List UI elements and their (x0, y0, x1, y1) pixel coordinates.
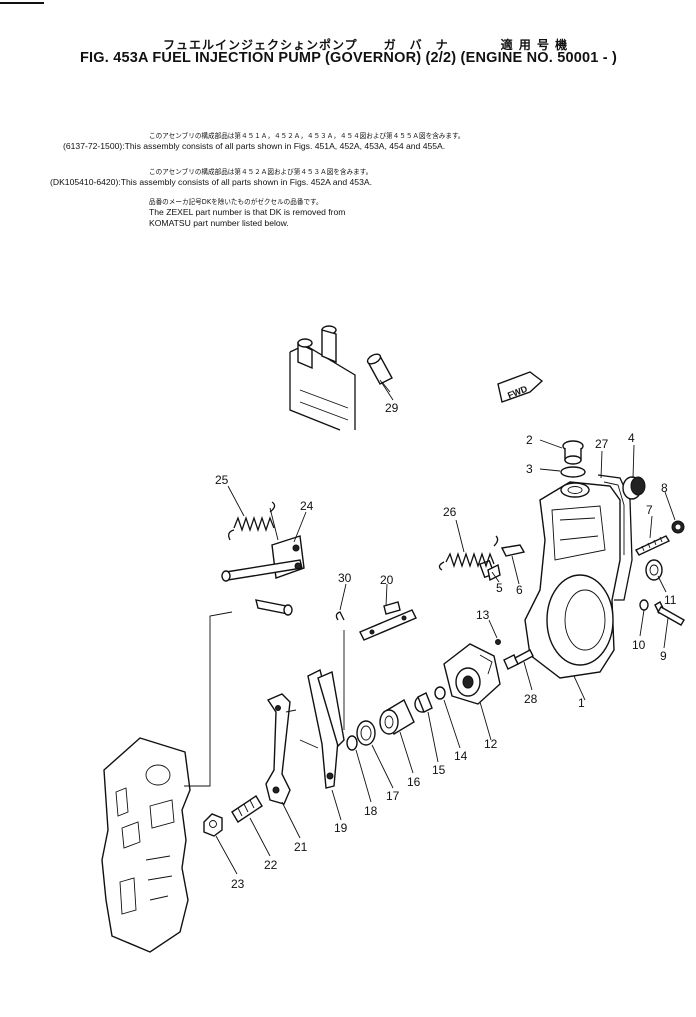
part-8-nut (671, 520, 685, 534)
callout-29: 29 (385, 401, 399, 415)
part-24-lever-and-shaft (221, 507, 305, 616)
part-6-clip (500, 544, 526, 557)
part-3-o-ring (560, 466, 586, 478)
part-30-clip (335, 611, 345, 621)
part-15-collar (414, 692, 433, 713)
note-1-part-code: (6137-72-1500): (63, 141, 125, 151)
part-22-spring (231, 795, 263, 823)
callout-6: 6 (516, 583, 523, 597)
callout-1: 1 (578, 696, 585, 710)
part-18-ring (346, 735, 358, 751)
part-26-spring (438, 535, 499, 571)
pump-top-fragment (289, 325, 356, 431)
part-17-bearing (356, 720, 376, 746)
callout-23: 23 (231, 877, 245, 891)
note-2-japanese: このアセンブリの構成部品は第４５２Ａ図および第４５３Ａ図を含みます。 (149, 168, 373, 176)
callout-13: 13 (476, 608, 490, 622)
callout-5: 5 (496, 581, 503, 595)
part-13-pin (495, 639, 501, 645)
callout-27: 27 (595, 437, 609, 451)
callout-18: 18 (364, 804, 378, 818)
corner-mark (0, 2, 44, 4)
part-23-nut (203, 813, 223, 837)
callout-14: 14 (454, 749, 468, 763)
part-7-adjusting-screw (635, 535, 670, 556)
callout-11: 11 (664, 593, 677, 607)
note-1-japanese: このアセンブリの構成部品は第４５１Ａ，４５２Ａ，４５３Ａ，４５４図および第４５５… (149, 132, 465, 140)
part-5-screw (479, 559, 501, 582)
callout-10: 10 (632, 638, 646, 652)
callout-26: 26 (443, 505, 457, 519)
zexel-note-line-2: KOMATSU part number listed below. (149, 218, 289, 228)
callout-17: 17 (386, 789, 400, 803)
part-27-gasket (597, 474, 633, 601)
zexel-note-line-1: The ZEXEL part number is that DK is remo… (149, 207, 346, 217)
callout-25: 25 (215, 473, 229, 487)
callout-16: 16 (407, 775, 421, 789)
callout-8: 8 (661, 481, 668, 495)
callout-19: 19 (334, 821, 348, 835)
part-28-screw (503, 649, 534, 670)
part-19-tension-lever (299, 668, 345, 789)
part-29-sleeve (366, 353, 393, 393)
zexel-note-japanese: 品番のメーカ記号DKを除いたものがゼクセルの品番です。 (149, 198, 323, 206)
callout-12: 12 (484, 737, 498, 751)
part-16-sleeve (379, 698, 415, 736)
callout-21: 21 (294, 840, 308, 854)
part-20-link-plate (359, 601, 417, 641)
part-11-bushing (645, 559, 663, 581)
leader-lines (215, 379, 676, 875)
callout-4: 4 (628, 431, 635, 445)
part-10-washer (639, 599, 649, 611)
title-japanese: フュエルインジェクシょンポンプ ガ バ ナ 適 用 号 機 (163, 38, 569, 52)
note-1: (6137-72-1500):This assembly consists of… (63, 141, 445, 151)
part-2-plug (562, 440, 584, 465)
part-25-spring (228, 501, 276, 541)
part-21-floating-lever (265, 693, 297, 805)
callout-24: 24 (300, 499, 314, 513)
part-12-flyweight-assembly (443, 643, 501, 705)
reference-line (184, 611, 233, 787)
note-2-text: This assembly consists of all parts show… (120, 177, 372, 187)
note-2-part-code: (DK105410-6420): (50, 177, 121, 187)
callout-15: 15 (432, 763, 446, 777)
forward-direction-arrow: FWD (497, 371, 544, 403)
callout-numbers: 1 2 3 4 5 6 7 8 9 10 11 12 13 14 15 16 1… (215, 401, 677, 891)
part-14-washer (434, 686, 446, 700)
note-1-text: This assembly consists of all parts show… (124, 141, 446, 151)
callout-9: 9 (660, 649, 667, 663)
callout-28: 28 (524, 692, 538, 706)
note-2: (DK105410-6420):This assembly consists o… (50, 177, 372, 187)
callout-30: 30 (338, 571, 352, 585)
part-9-bolt (654, 601, 685, 626)
callout-20: 20 (380, 573, 394, 587)
callout-3: 3 (526, 462, 533, 476)
part-4-cap (622, 476, 646, 500)
callout-2: 2 (526, 433, 533, 447)
callout-7: 7 (646, 503, 653, 517)
figure-title: FIG. 453A FUEL INJECTION PUMP (GOVERNOR)… (80, 50, 618, 66)
part-1-governor-housing (524, 481, 621, 679)
governor-cover-housing (101, 737, 191, 953)
callout-22: 22 (264, 858, 278, 872)
